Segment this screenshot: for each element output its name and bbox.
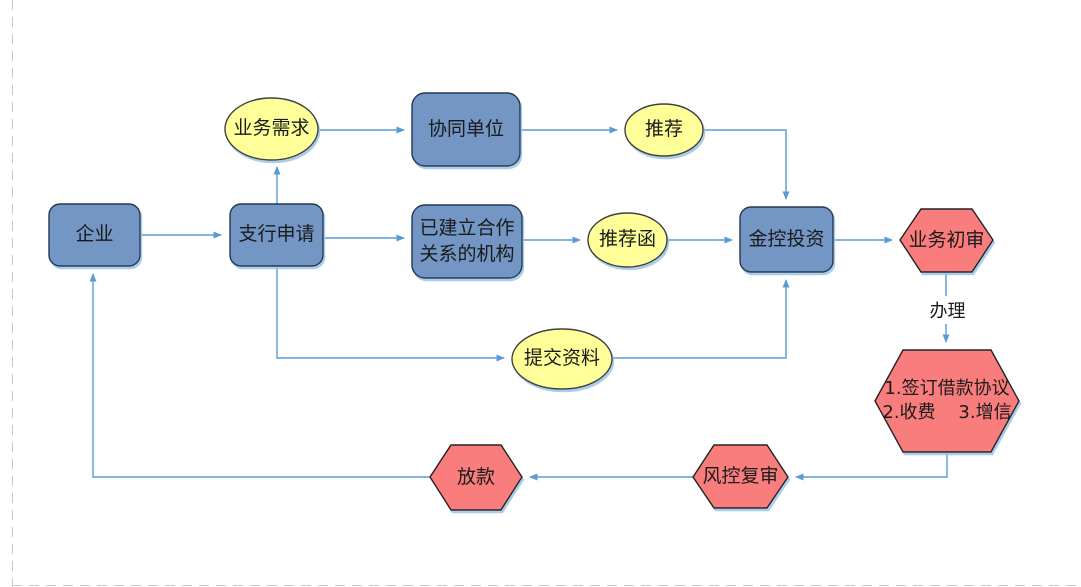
ellipse-tuijianhan[interactable] <box>587 212 668 268</box>
hexagon-qianding[interactable] <box>874 349 1020 453</box>
edge-tijiaoziliao-jinkong[interactable] <box>612 279 790 359</box>
process-box-xietong[interactable] <box>411 92 521 167</box>
edge-zhihang-tijiaoziliao[interactable] <box>276 266 505 362</box>
hexagon-fengkongfushen[interactable] <box>692 444 789 509</box>
ellipse-tuijian[interactable] <box>624 103 704 157</box>
process-box-qiye[interactable] <box>48 203 141 267</box>
connectors <box>89 126 950 481</box>
edge-tuijian-jinkong[interactable] <box>704 129 790 200</box>
ellipse-tijiaoziliao[interactable] <box>511 328 613 390</box>
edge-fangkuan-qiye[interactable] <box>89 273 430 478</box>
process-box-jinkong[interactable] <box>739 206 834 273</box>
edge-qianding-fengkongfushen[interactable] <box>795 452 948 481</box>
hexagon-fangkuan[interactable] <box>429 444 523 511</box>
ellipse-yewuxuqiu[interactable] <box>224 97 319 161</box>
process-box-jigou[interactable] <box>411 204 523 279</box>
process-box-zhihang[interactable] <box>229 203 324 267</box>
hexagon-yewuchushen[interactable] <box>899 208 994 273</box>
